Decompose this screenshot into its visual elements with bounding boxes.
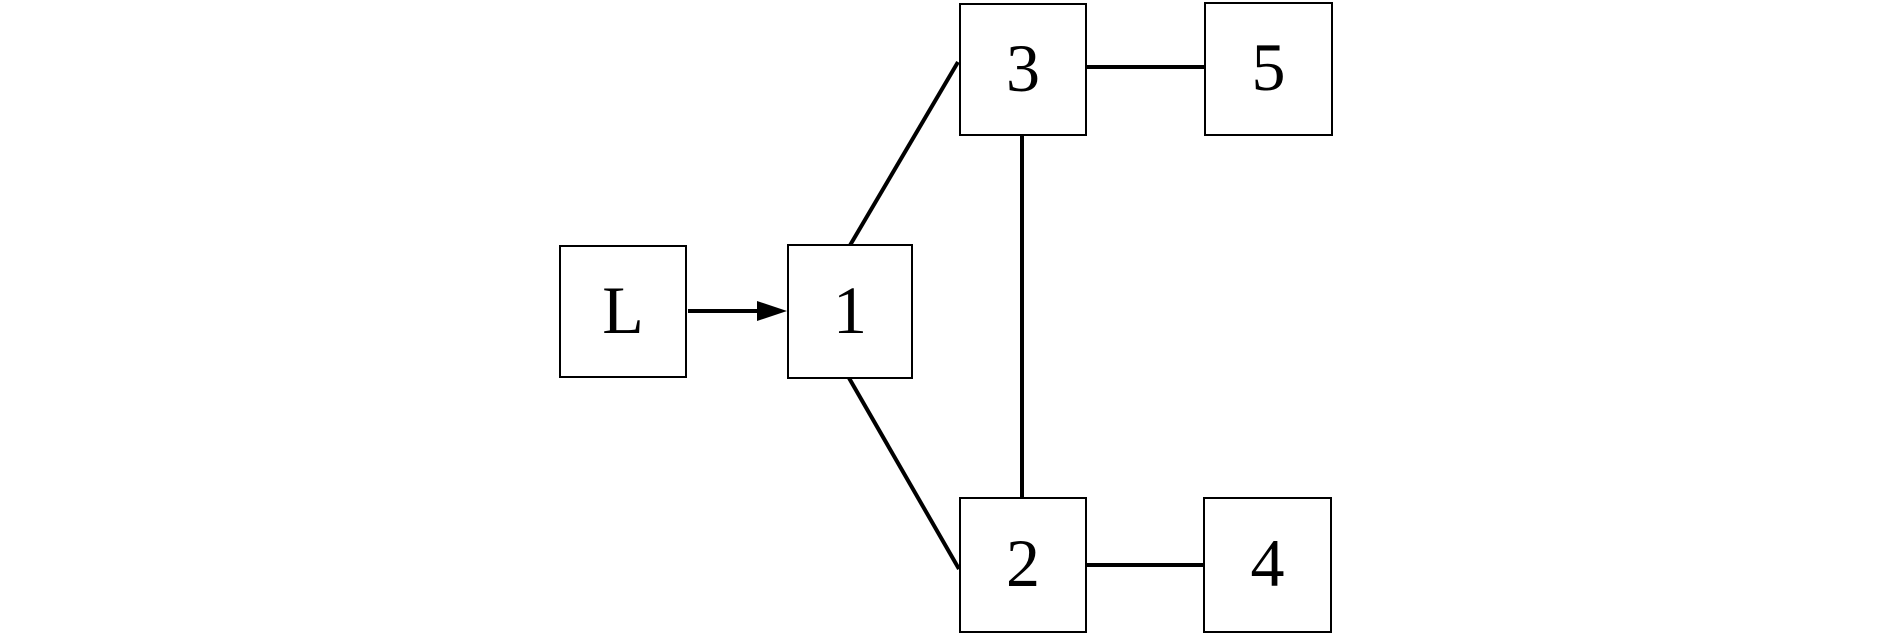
- node-5-label: 5: [1251, 29, 1286, 105]
- node-1-label: 1: [833, 271, 867, 348]
- node-4-label: 4: [1250, 525, 1285, 601]
- node-4: 4: [1203, 497, 1332, 633]
- node-2: 2: [959, 497, 1087, 633]
- arrow-head-icon: [757, 301, 787, 321]
- node-3: 3: [959, 3, 1087, 136]
- node-L-label: L: [602, 271, 644, 348]
- edge-1-3: [847, 60, 960, 249]
- node-3-label: 3: [1006, 29, 1040, 106]
- edge-1-2: [847, 377, 961, 570]
- node-5: 5: [1204, 2, 1333, 136]
- node-1: 1: [787, 244, 913, 379]
- node-L: L: [559, 245, 687, 378]
- node-2-label: 2: [1006, 525, 1040, 601]
- edge-L-1: [688, 301, 787, 321]
